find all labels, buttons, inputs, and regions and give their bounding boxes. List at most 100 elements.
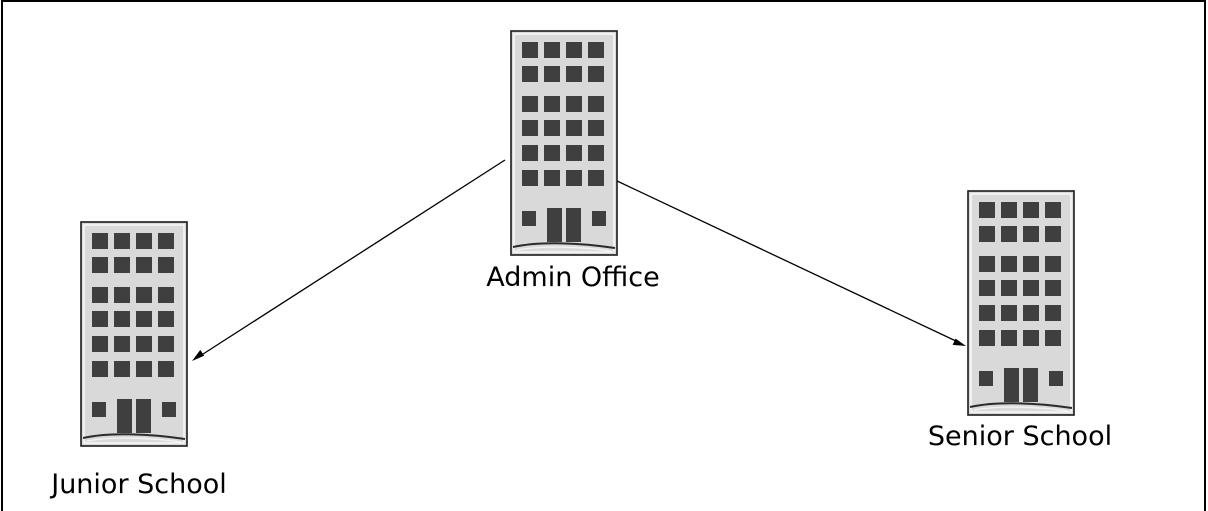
window (588, 96, 604, 112)
window (92, 287, 108, 303)
window (522, 170, 538, 186)
window (92, 257, 108, 273)
window (1023, 226, 1039, 242)
door-left (547, 208, 562, 242)
window (1045, 226, 1061, 242)
window (1001, 280, 1017, 296)
window (92, 361, 108, 377)
window (92, 311, 108, 327)
window (566, 120, 582, 136)
window (979, 280, 995, 296)
window (114, 361, 130, 377)
window (1001, 330, 1017, 346)
window (136, 287, 152, 303)
window (588, 42, 604, 58)
window (544, 120, 560, 136)
window (588, 120, 604, 136)
node-label-junior-school: Junior School (49, 469, 227, 500)
window (979, 330, 995, 346)
arrowhead-senior (952, 338, 966, 346)
window (158, 311, 174, 327)
building-inner-edge (513, 33, 615, 253)
window (1045, 202, 1061, 218)
door-left (117, 399, 132, 433)
window (1001, 202, 1017, 218)
ground-line (512, 242, 616, 249)
window (114, 311, 130, 327)
admin-office-building-icon (510, 30, 618, 256)
window (588, 170, 604, 186)
window (566, 170, 582, 186)
door-right (566, 208, 581, 242)
window (544, 42, 560, 58)
window (522, 96, 538, 112)
window (1045, 305, 1061, 321)
door-right (1023, 368, 1038, 402)
window (566, 42, 582, 58)
window (1045, 280, 1061, 296)
window (522, 211, 536, 226)
window (158, 287, 174, 303)
ground-highlight (86, 437, 182, 443)
window (1023, 202, 1039, 218)
window (136, 233, 152, 249)
connections (192, 159, 966, 361)
window (1023, 256, 1039, 272)
window (136, 311, 152, 327)
window (1045, 330, 1061, 346)
window (136, 257, 152, 273)
window (158, 233, 174, 249)
window (162, 402, 176, 417)
window (566, 145, 582, 161)
ground-line (969, 402, 1073, 409)
window (592, 211, 606, 226)
window (544, 170, 560, 186)
window (158, 361, 174, 377)
building-inner-edge (970, 193, 1072, 413)
edge-admin-to-senior (614, 179, 966, 346)
window (522, 145, 538, 161)
window (92, 233, 108, 249)
window (979, 305, 995, 321)
window (92, 402, 106, 417)
window (979, 202, 995, 218)
window (158, 257, 174, 273)
window (979, 256, 995, 272)
window (1001, 256, 1017, 272)
window (136, 336, 152, 352)
window (979, 226, 995, 242)
senior-school-building-icon (967, 190, 1075, 416)
window (1023, 280, 1039, 296)
window (544, 96, 560, 112)
node-label-admin-office: Admin Office (486, 262, 659, 293)
edge-admin-to-junior (192, 159, 506, 361)
window (544, 66, 560, 82)
window (522, 66, 538, 82)
window (114, 287, 130, 303)
window (566, 66, 582, 82)
window (1045, 256, 1061, 272)
window (544, 145, 560, 161)
window (588, 66, 604, 82)
window (1001, 305, 1017, 321)
building-inner-edge (83, 224, 185, 444)
window (566, 96, 582, 112)
window (979, 371, 993, 386)
window (114, 233, 130, 249)
window (114, 336, 130, 352)
window (588, 145, 604, 161)
window (522, 42, 538, 58)
node-label-senior-school: Senior School (928, 421, 1112, 452)
window (1023, 330, 1039, 346)
window (92, 336, 108, 352)
window (114, 257, 130, 273)
junior-school-building-icon (80, 221, 188, 447)
window (1049, 371, 1063, 386)
window (1023, 305, 1039, 321)
window (1001, 226, 1017, 242)
window (136, 361, 152, 377)
window (522, 120, 538, 136)
ground-line (82, 433, 186, 440)
arrowhead-junior (192, 349, 205, 361)
